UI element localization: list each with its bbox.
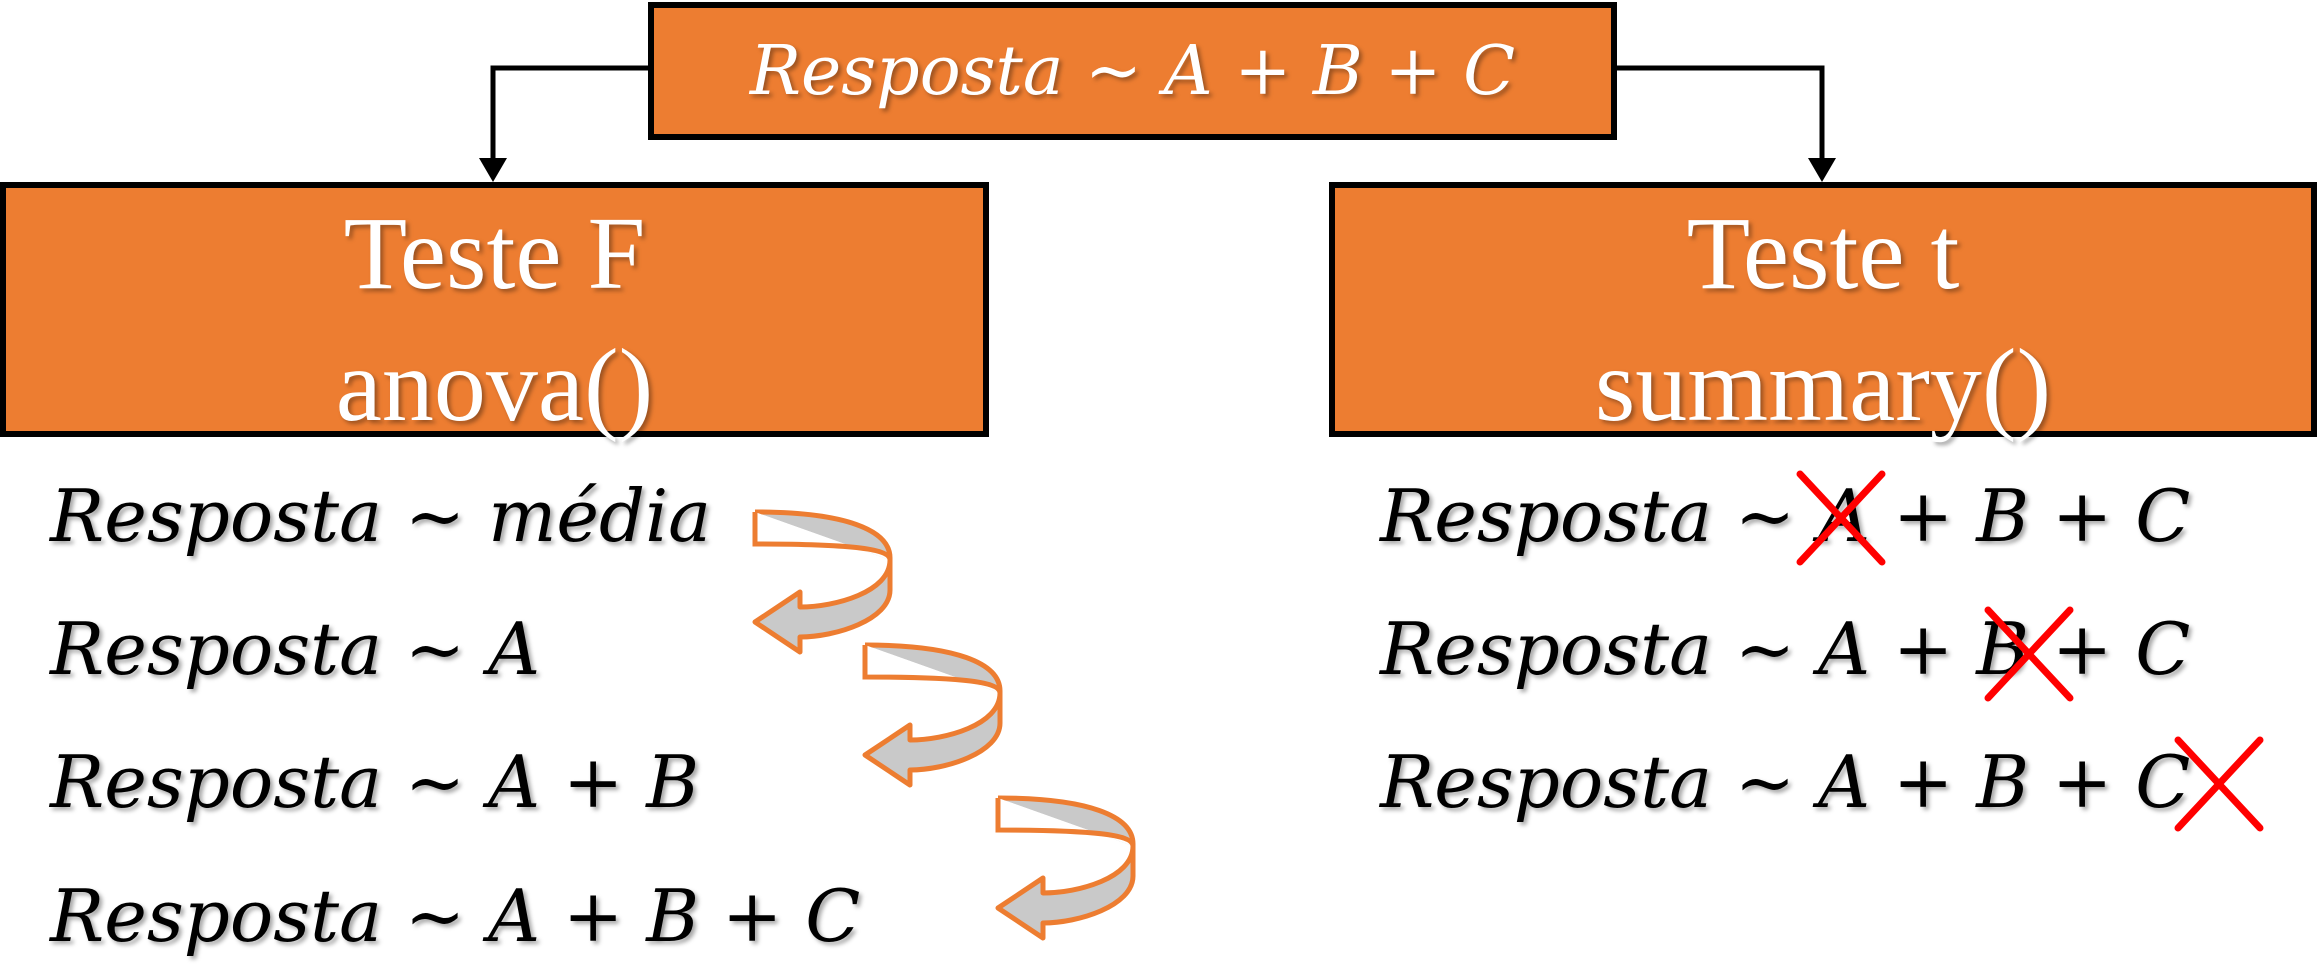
f-model-mean: Resposta ~ média [50,474,712,558]
t-model-test-a: Resposta ~ A + B + C [1380,474,2191,558]
summary-function: summary() [1594,328,2052,443]
cross-c [2174,736,2264,832]
cross-b [1984,606,2074,702]
t-test-box: Teste t summary() [1329,182,2317,443]
arrowhead-left [479,158,507,182]
full-model-box: Resposta ~ A + B + C [648,2,1617,140]
sequence-arrow-1 [752,509,893,655]
full-model-formula: Resposta ~ A + B + C [749,31,1516,111]
sequence-arrow-3 [995,795,1136,941]
connector-right [1617,65,1825,166]
t-test-title: Teste t [1686,196,1960,311]
anova-function: anova() [335,328,654,443]
sequence-arrow-2 [862,642,1003,788]
f-test-box: Teste F anova() [0,182,989,443]
f-model-a: Resposta ~ A [50,607,541,691]
f-test-title: Teste F [343,196,646,311]
connector-left [490,65,648,166]
t-model-test-c: Resposta ~ A + B + C [1380,740,2191,824]
arrowhead-right [1808,158,1836,182]
cross-a [1796,470,1886,566]
f-model-abc: Resposta ~ A + B + C [50,874,861,958]
f-model-ab: Resposta ~ A + B [50,740,700,824]
